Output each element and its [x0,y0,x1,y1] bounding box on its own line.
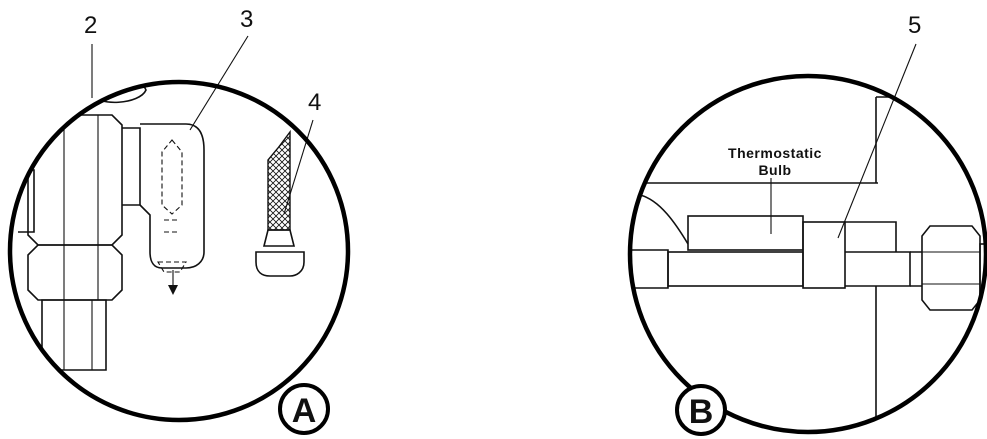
thermostatic-label-line1: Thermostatic [728,145,822,161]
callout-2: 2 [84,12,97,39]
valve-assembly-drawing [18,82,305,371]
detail-circle-b [627,73,987,435]
leader-line-4 [283,119,314,215]
leader-line-5 [837,43,917,239]
badge-a: A [278,383,330,435]
detail-view-b: 5 Thermostatic Bulb B [627,12,987,436]
callout-4: 4 [308,89,321,116]
callout-5: 5 [908,12,921,39]
badge-a-letter: A [292,392,317,430]
thermostatic-label-line2: Bulb [758,162,791,178]
thermostatic-bulb-label: Thermostatic Bulb [728,145,822,178]
detail-circle-a [7,79,351,423]
badge-b: B [675,384,727,436]
detail-view-a: 2 3 4 A [7,6,351,435]
leader-line-3 [189,35,249,131]
badge-b-letter: B [689,393,714,431]
callout-3: 3 [240,6,253,33]
